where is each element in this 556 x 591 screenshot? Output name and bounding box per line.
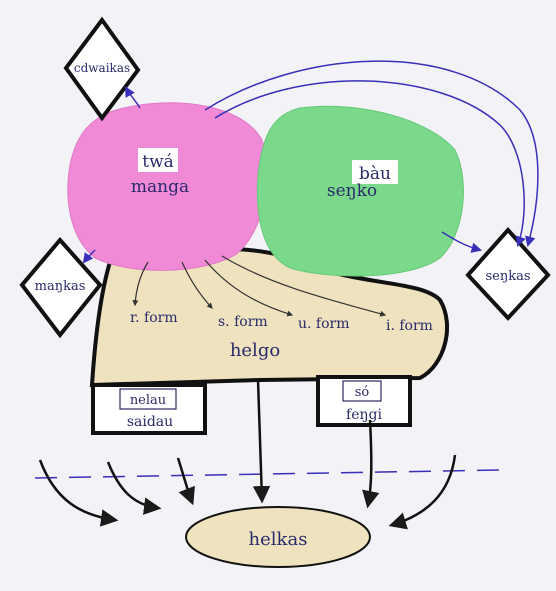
saidau-label: saidau [127, 414, 173, 430]
senko-label: seŋko [327, 181, 377, 201]
arrow-curve-3 [176, 457, 195, 506]
nelau-label: nelau [130, 393, 166, 408]
helgo-label: helgo [230, 340, 280, 361]
arrow-helgo-to-helkas [252, 379, 271, 504]
r-form-label: r. form [130, 310, 178, 326]
arrow-curve-1 [38, 459, 119, 527]
arrow-to-i-form [221, 255, 387, 317]
so-label: só [355, 385, 370, 400]
senko-region [256, 105, 464, 277]
twa-label: twá [142, 152, 174, 172]
u-form-label: u. form [298, 316, 350, 332]
arrow-manga-to-mankas [82, 249, 96, 264]
senkas-label: seŋkas [485, 269, 530, 284]
arrow-curve-4 [362, 419, 380, 509]
s-form-label: s. form [218, 314, 268, 330]
arrow-to-cdwaikas [124, 86, 141, 109]
mankas-diamond [19, 236, 103, 339]
bau-box [352, 160, 398, 184]
dashed-line [34, 469, 501, 479]
arrow-senko-to-senkas [441, 231, 483, 253]
arrow-to-u-form [204, 259, 294, 317]
arrow-curve-5 [388, 454, 457, 530]
arrow-inner-to-senkas [214, 80, 526, 247]
i-form-label: i. form [386, 318, 433, 334]
so-box [342, 380, 382, 402]
arrow-curve-2 [106, 461, 162, 515]
cdwaikas-label: cdwaikas [74, 61, 130, 75]
fenggi-label: feŋgi [346, 407, 382, 423]
senkas-diamond [465, 226, 551, 321]
cdwaikas-diamond [63, 16, 141, 122]
arrow-to-s-form [181, 261, 213, 309]
manga-region [67, 102, 268, 271]
helkas-ellipse [185, 506, 371, 568]
nelau-box [119, 388, 177, 410]
arrow-outer-to-senkas [204, 60, 539, 248]
twa-box [138, 148, 178, 172]
manga-label: manga [131, 177, 189, 197]
mankas-label: maŋkas [35, 279, 86, 294]
helkas-label: helkas [249, 529, 308, 550]
arrow-to-r-form [132, 261, 149, 307]
bau-label: bàu [359, 164, 391, 184]
